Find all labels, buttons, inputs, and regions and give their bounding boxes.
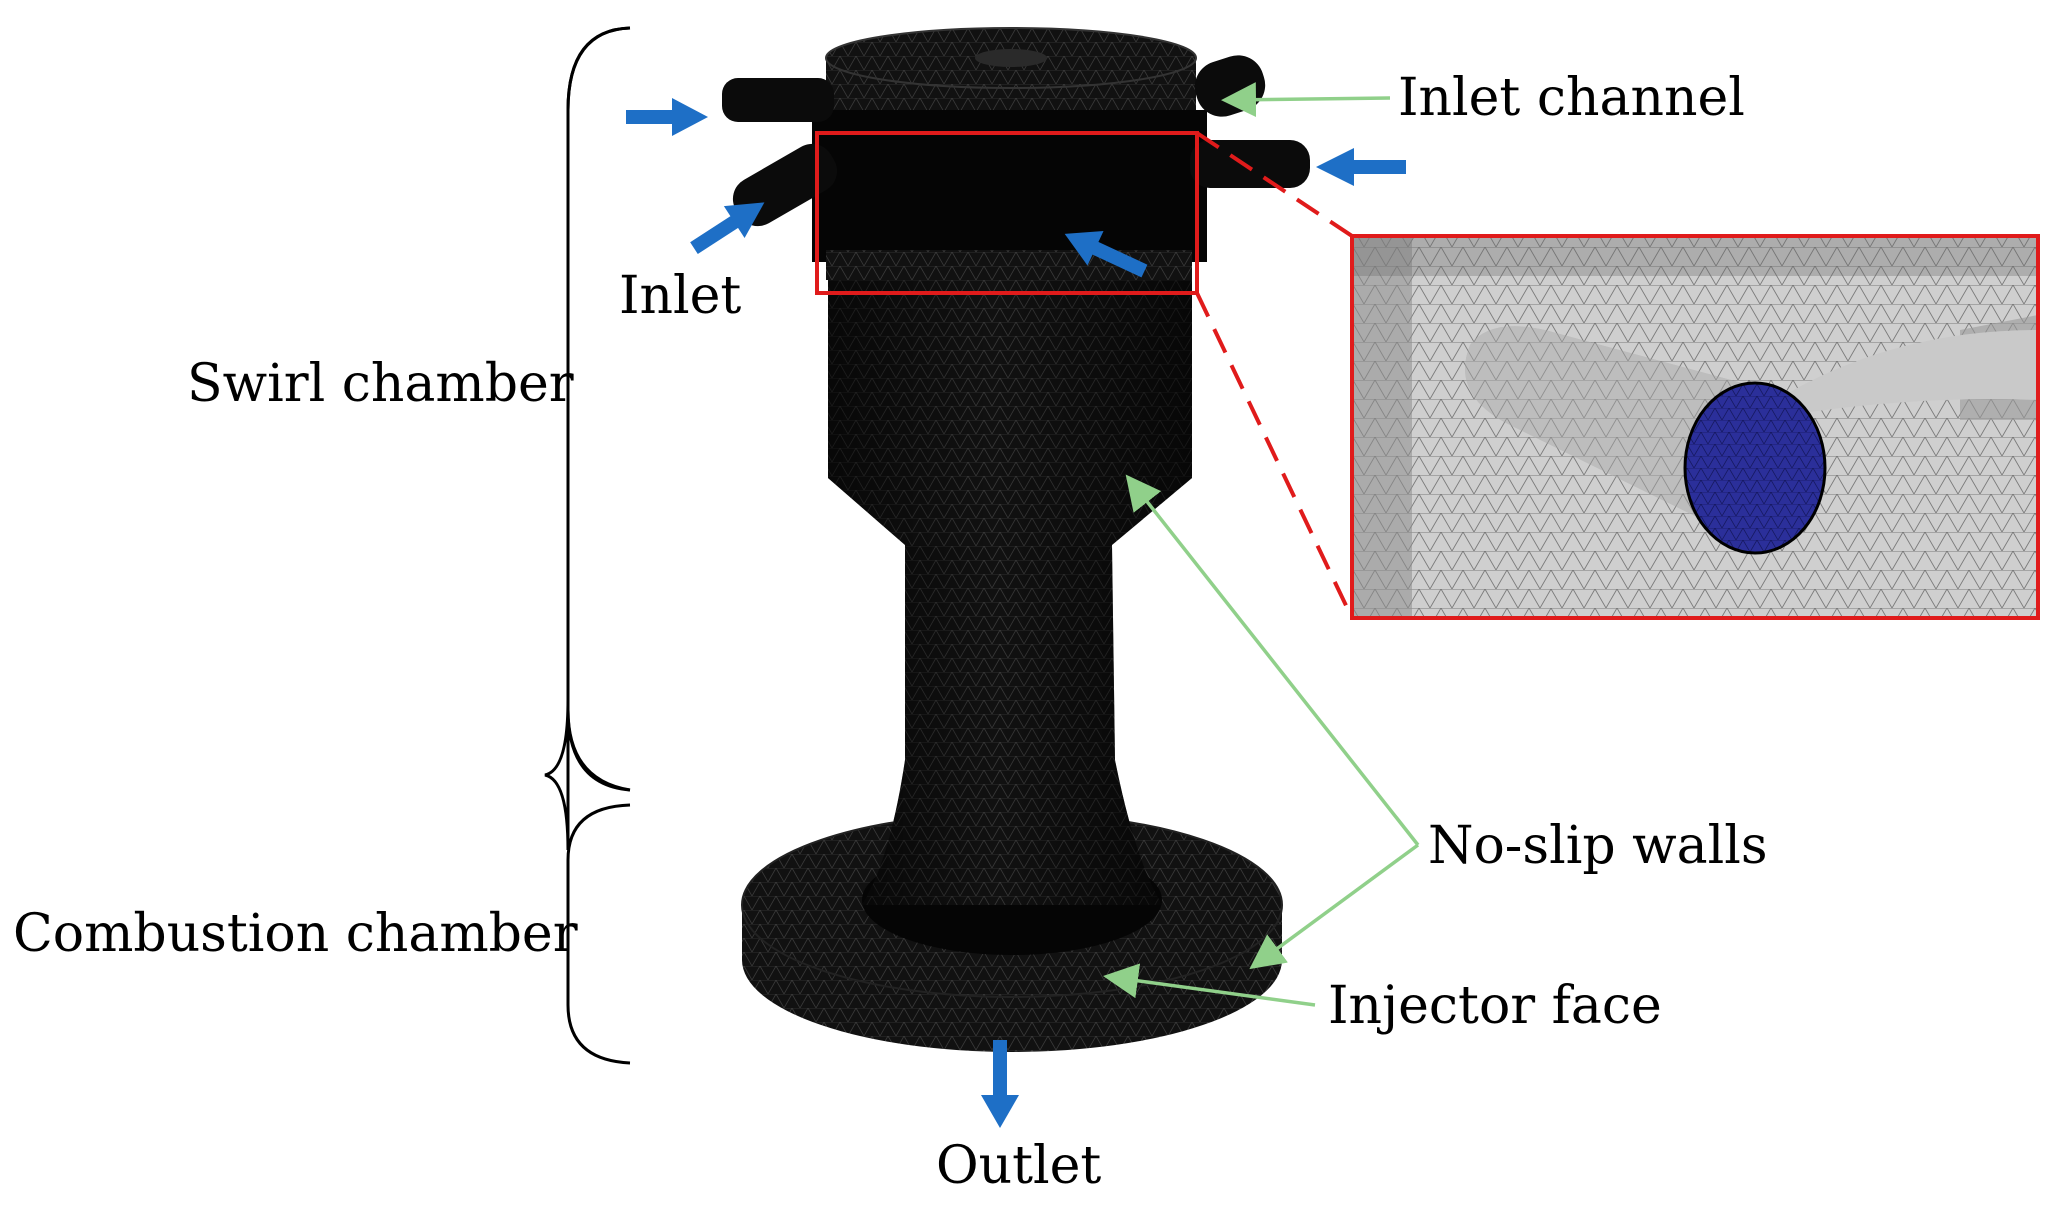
swirl-chamber-mesh [812, 27, 1207, 545]
no-slip-leader-upper [1125, 474, 1420, 847]
injector-face-label: Injector face [1328, 976, 1662, 1036]
outlet-label: Outlet [936, 1136, 1102, 1196]
swirl-chamber-brace-main [566, 26, 631, 792]
inlet-arrow-center [1064, 231, 1148, 278]
swirl-chamber-label: Swirl chamber [187, 354, 574, 414]
no-slip-leader-lower [1249, 843, 1420, 970]
zoom-connector-bottom [1195, 292, 1354, 619]
inlet-arrow-top-left [626, 98, 708, 136]
injector-face-leader [1103, 963, 1316, 1007]
neck-mesh [862, 545, 1162, 905]
inlet-label: Inlet [619, 266, 742, 326]
combustion-chamber-label: Combustion chamber [13, 904, 578, 964]
inlet-face [1685, 383, 1825, 553]
leader-lines [1103, 82, 1420, 1007]
zoom-connector-top [1195, 131, 1354, 238]
combustion-chamber-brace [566, 803, 631, 1065]
flow-arrows [626, 98, 1406, 1128]
zoom-inset [1350, 234, 2040, 620]
zoom-source-frame [815, 131, 1199, 295]
inlet-channel-label: Inlet channel [1398, 68, 1745, 128]
inlet-arrow-lower-left [690, 202, 765, 255]
no-slip-walls-label: No-slip walls [1428, 816, 1768, 876]
inlet-arrow-right [1316, 148, 1406, 186]
inlet-channel-leader [1221, 82, 1391, 118]
outlet-arrow [981, 1040, 1019, 1128]
swirl-chamber-brace [544, 26, 631, 851]
